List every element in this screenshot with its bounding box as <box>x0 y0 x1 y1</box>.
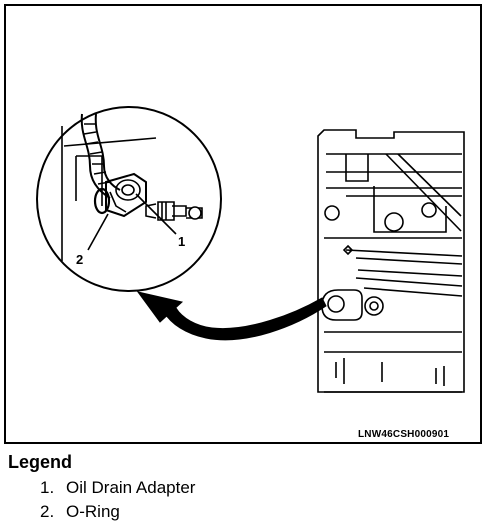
legend-item-number: 2. <box>40 502 55 521</box>
legend-item: 2. O-Ring <box>40 500 195 524</box>
legend-title: Legend <box>8 452 73 472</box>
detail-drawing <box>61 113 203 261</box>
legend-item-label: Oil Drain Adapter <box>66 478 196 497</box>
legend-item-number: 1. <box>40 478 55 497</box>
legend-item-label: O-Ring <box>66 502 120 521</box>
engine-block <box>317 129 465 393</box>
leader-line-2 <box>87 213 109 251</box>
figure-id: LNW46CSH000901 <box>358 429 450 440</box>
figure-frame: 1 2 LNW46CSH000901 <box>4 4 482 444</box>
engine-illustration: 1 2 <box>36 106 465 393</box>
legend-list: 1. Oil Drain Adapter 2. O-Ring <box>40 476 195 524</box>
detail-circle <box>36 106 222 292</box>
legend-item: 1. Oil Drain Adapter <box>40 476 195 500</box>
callout-1: 1 <box>178 234 185 249</box>
curved-arrow <box>136 291 327 341</box>
callout-2: 2 <box>76 252 83 267</box>
leader-line-1 <box>135 193 177 235</box>
